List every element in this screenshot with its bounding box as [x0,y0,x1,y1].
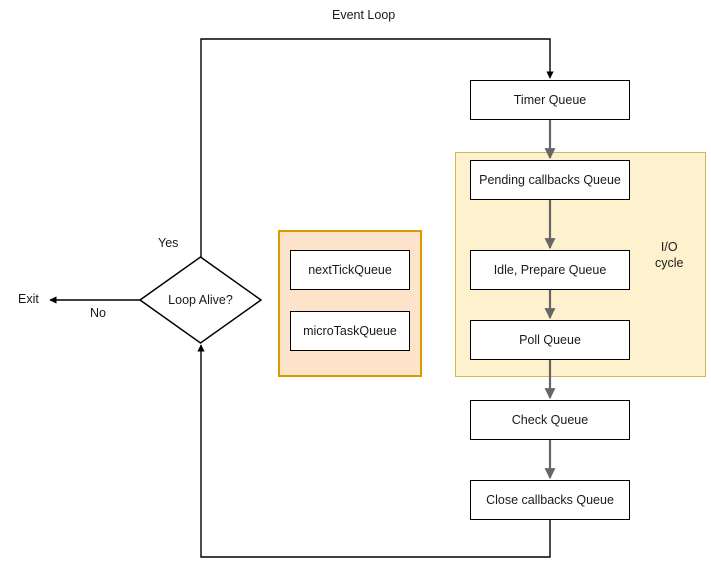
decision-node-loop-alive[interactable]: Loop Alive? [140,257,261,343]
node-timer-queue[interactable]: Timer Queue [470,80,630,120]
node-microtask-queue[interactable]: microTaskQueue [290,311,410,351]
node-poll-queue[interactable]: Poll Queue [470,320,630,360]
edge-label-no: No [90,306,106,320]
decision-node-label: Loop Alive? [168,293,233,307]
exit-label: Exit [18,292,39,306]
node-check-queue[interactable]: Check Queue [470,400,630,440]
diagram-title: Event Loop [332,8,396,22]
node-idle-prepare-queue[interactable]: Idle, Prepare Queue [470,250,630,290]
io-cycle-label: I/O cycle [655,240,684,270]
edge-label-yes: Yes [158,236,179,250]
node-pending-callbacks-queue[interactable]: Pending callbacks Queue [470,160,630,200]
node-next-tick-queue[interactable]: nextTickQueue [290,250,410,290]
node-close-callbacks-queue[interactable]: Close callbacks Queue [470,480,630,520]
